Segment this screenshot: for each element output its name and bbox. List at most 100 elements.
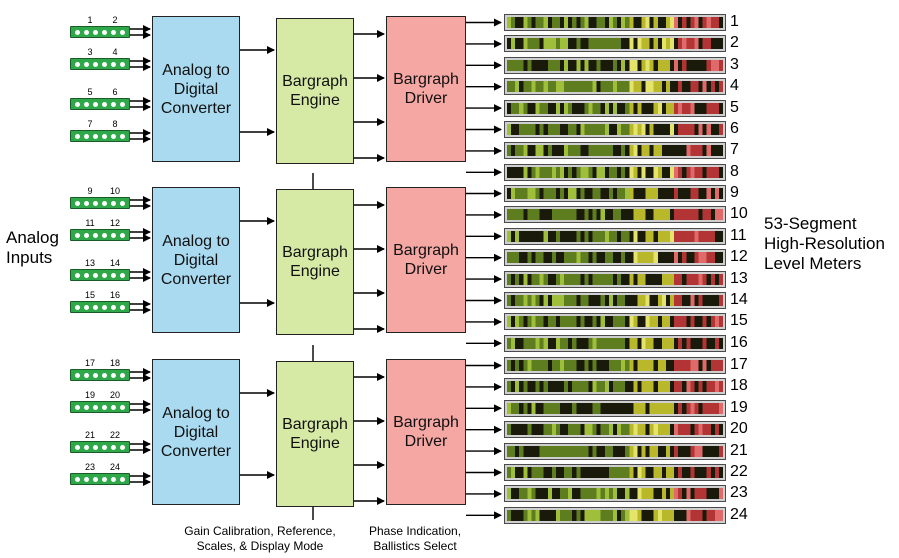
connector-pin xyxy=(84,29,89,35)
connector-pin xyxy=(84,272,89,278)
meter-segments xyxy=(507,337,723,349)
meter-segments xyxy=(507,467,723,478)
meter-number: 11 xyxy=(730,226,747,244)
connector-pin xyxy=(120,61,125,67)
connector-pin xyxy=(111,200,116,206)
connector-pin xyxy=(84,304,89,310)
connector-pin xyxy=(102,372,107,378)
connector-pin xyxy=(93,101,98,107)
connector-pin xyxy=(93,61,98,67)
level-meter xyxy=(504,249,726,267)
level-meter xyxy=(504,357,726,374)
connector-pin xyxy=(111,101,116,107)
meter-number: 12 xyxy=(730,248,748,266)
bargraph-driver: Bargraph Driver xyxy=(386,187,466,333)
meter-segments xyxy=(507,252,723,264)
meter-segments xyxy=(507,295,723,306)
meter-segments xyxy=(507,17,723,28)
connector-pin xyxy=(102,200,107,206)
level-meter xyxy=(504,292,726,309)
meter-number: 2 xyxy=(730,34,739,52)
connector-pin xyxy=(111,61,116,67)
connector-pin xyxy=(102,476,107,482)
meter-segments xyxy=(507,360,723,371)
input-connector xyxy=(70,473,130,485)
connector-pin xyxy=(120,101,125,107)
bargraph-engine: Bargraph Engine xyxy=(276,18,354,164)
channel-number: 2 xyxy=(112,15,118,25)
connector-pin xyxy=(84,232,89,238)
channel-number: 14 xyxy=(109,258,120,268)
meter-segments xyxy=(507,381,723,393)
meter-number: 16 xyxy=(730,333,748,351)
meter-number: 10 xyxy=(730,205,748,223)
input-connector xyxy=(70,26,130,38)
meter-segments xyxy=(507,509,723,521)
connector-pin xyxy=(102,133,107,139)
input-connector xyxy=(70,58,130,70)
connector-pin xyxy=(84,133,89,139)
level-meter xyxy=(504,185,726,202)
meter-number: 6 xyxy=(730,120,739,137)
analog-to-digital-converter: Analog to Digital Converter xyxy=(152,187,240,333)
meter-segments xyxy=(507,188,723,199)
input-connector xyxy=(70,269,130,281)
input-connector xyxy=(70,301,130,313)
meter-segments xyxy=(507,402,723,414)
meter-segments xyxy=(507,38,723,50)
channel-number: 19 xyxy=(84,390,95,400)
meter-segments xyxy=(507,488,723,500)
analog-to-digital-converter: Analog to Digital Converter xyxy=(152,16,240,162)
channel-number: 16 xyxy=(109,290,120,300)
channel-number: 13 xyxy=(84,258,95,268)
connector-pin xyxy=(93,404,98,410)
connector-pin xyxy=(93,444,98,450)
level-meter xyxy=(504,163,726,181)
connector-pin xyxy=(102,304,107,310)
connector-pin xyxy=(111,304,116,310)
connector-pin xyxy=(102,232,107,238)
input-connector xyxy=(70,229,130,241)
connector-pin xyxy=(75,272,80,278)
channel-number: 17 xyxy=(84,358,95,368)
bargraph-driver: Bargraph Driver xyxy=(386,16,466,162)
connector-pin xyxy=(111,476,116,482)
connector-pin xyxy=(84,61,89,67)
connector-pin xyxy=(120,404,125,410)
connector-pin xyxy=(120,372,125,378)
phase-indication-caption: Phase Indication, Ballistics Select xyxy=(368,524,462,553)
connector-pin xyxy=(75,372,80,378)
connector-pin xyxy=(93,272,98,278)
level-meter xyxy=(504,506,726,524)
bargraph-engine: Bargraph Engine xyxy=(276,361,354,507)
connector-pin xyxy=(102,61,107,67)
level-meter xyxy=(504,378,726,396)
channel-number: 15 xyxy=(84,290,95,300)
connector-pin xyxy=(120,304,125,310)
input-connector xyxy=(70,369,130,381)
level-meter xyxy=(504,121,726,138)
connector-pin xyxy=(84,101,89,107)
level-meter xyxy=(504,399,726,417)
connector-pin xyxy=(120,29,125,35)
level-meter xyxy=(504,99,726,117)
connector-pin xyxy=(120,200,125,206)
meter-number: 22 xyxy=(730,463,748,480)
channel-number: 4 xyxy=(112,47,118,57)
level-meter xyxy=(504,442,726,460)
analog-inputs-label: Analog Inputs xyxy=(6,228,59,267)
meter-number: 3 xyxy=(730,55,739,73)
meter-number: 18 xyxy=(730,377,748,395)
connector-pin xyxy=(102,444,107,450)
connector-pin xyxy=(102,29,107,35)
channel-number: 22 xyxy=(109,430,120,440)
level-meter xyxy=(504,206,726,224)
channel-number: 3 xyxy=(87,47,93,57)
connector-pin xyxy=(120,232,125,238)
meter-segments xyxy=(507,273,723,285)
connector-pin xyxy=(111,29,116,35)
connector-pin xyxy=(93,200,98,206)
connector-pin xyxy=(120,476,125,482)
